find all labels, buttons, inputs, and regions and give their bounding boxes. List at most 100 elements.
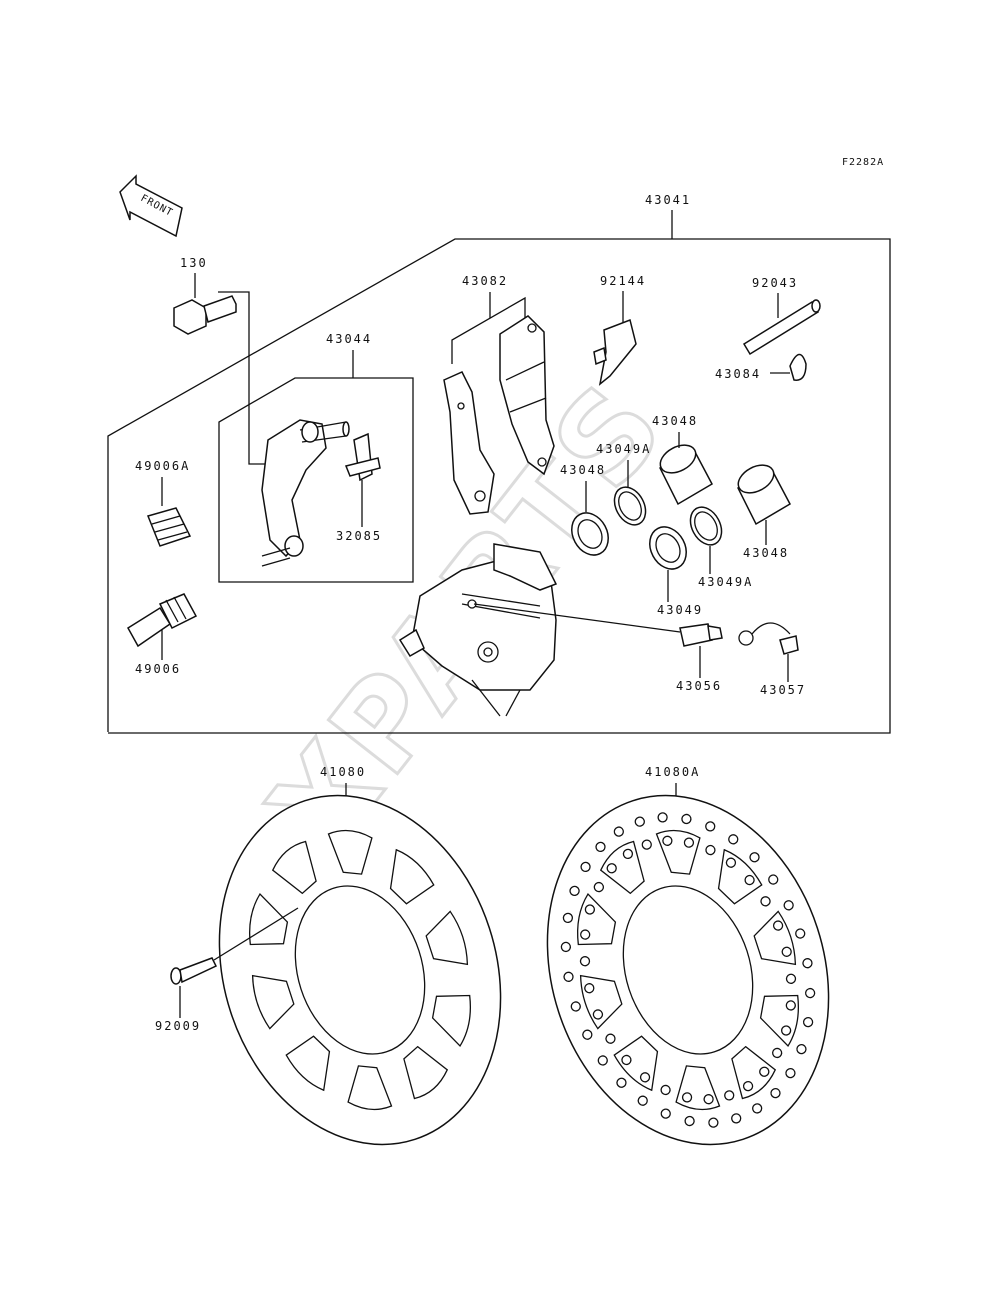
piston-1 [659,444,713,506]
drilled-hole [657,812,668,823]
drilled-hole [772,1047,783,1059]
drilled-hole [705,844,716,856]
drilled-hole [759,1066,770,1077]
callout-92009: 92009 [155,1019,201,1033]
front-arrow-icon: FRONT [119,174,183,238]
pad-spring [344,432,381,482]
drilled-hole [785,1067,796,1079]
callout-49006A: 49006A [135,459,190,473]
piston-seal-3 [649,526,687,570]
drilled-hole [785,1000,796,1011]
callout-43049A-top: 43049A [596,442,651,456]
brake-pad-right [499,315,555,476]
drilled-hole [725,857,737,868]
figure-code: F2282A [842,157,884,168]
drilled-hole [613,826,624,837]
brake-disc-41080 [218,794,502,1146]
piston-seal-2 [613,486,647,526]
drilled-hole [796,1043,807,1055]
callout-43044: 43044 [326,332,372,346]
slide-pin [126,593,198,648]
drilled-hole [593,881,604,893]
piston-seal-1 [571,512,609,556]
drilled-hole [760,896,771,907]
pad-pin [742,299,821,356]
pad-clip [593,318,637,386]
drilled-hole [724,1090,735,1101]
caliper-body [398,543,558,717]
disc-cutout [431,994,471,1048]
drilled-hole [660,1108,671,1119]
disc-cutout [251,974,295,1030]
drilled-hole [639,1072,651,1083]
disc-cutout [425,910,469,966]
drilled-hole [780,1025,792,1036]
drilled-hole [660,1084,671,1096]
disc-cutout [599,840,645,895]
disc-cutout [285,1035,331,1092]
callout-92144: 92144 [600,274,646,288]
retaining-clip [789,353,807,381]
callout-43048-right: 43048 [743,546,789,560]
callout-43082: 43082 [462,274,508,288]
drilled-hole [783,900,794,911]
bolt-130 [173,295,237,335]
drilled-hole [579,956,591,967]
disc-cutout [347,1065,393,1111]
callout-92043: 92043 [752,276,798,290]
bleeder-cap [738,622,799,655]
drilled-hole [662,835,673,846]
disc-cutout [731,1045,777,1100]
drilled-hole [616,1077,627,1088]
callout-43056: 43056 [676,679,722,693]
callout-41080: 41080 [320,765,366,779]
brake-disc-41080A [546,794,830,1146]
callout-43049: 43049 [657,603,703,617]
drilled-hole [681,1092,693,1103]
drilled-hole [606,863,617,874]
drilled-hole [570,1001,581,1012]
drilled-hole [563,971,574,982]
caliper-bracket [261,419,350,567]
piston-seal-4 [689,506,723,546]
drilled-hole [742,1080,754,1092]
drilled-hole [592,1009,604,1020]
callout-43048-top: 43048 [652,414,698,428]
drilled-hole [749,852,760,863]
callout-130: 130 [180,256,208,270]
drilled-hole [641,839,652,850]
drilled-hole [582,1029,593,1040]
drilled-hole [684,1115,695,1127]
drilled-hole [772,920,784,931]
callout-49006: 49006 [135,662,181,676]
brake-pad-left [443,371,495,515]
drilled-hole [683,837,695,848]
callout-43048-left: 43048 [560,463,606,477]
drilled-hole [804,987,816,999]
drilled-hole [703,1094,714,1105]
bleeder-valve [679,623,723,647]
drilled-hole [731,1113,742,1124]
dust-boot [146,507,192,547]
disc-screw [170,957,218,985]
drilled-hole [744,874,755,886]
disc-cutout [327,829,373,875]
drilled-hole [605,1033,616,1044]
drilled-hole [569,885,580,897]
callout-43049A-right: 43049A [698,575,753,589]
drilled-hole [595,841,606,853]
callout-43084: 43084 [715,367,761,381]
drilled-hole [795,928,806,939]
drilled-hole [562,912,574,924]
bracket-frame [218,377,414,583]
drilled-hole [580,929,591,940]
callout-43057: 43057 [760,683,806,697]
disc-cutout [389,848,435,905]
piston-2 [737,464,791,526]
drilled-hole [621,1054,632,1066]
drilled-hole [770,1087,781,1099]
drilled-hole [752,1103,763,1114]
drilled-hole [634,816,645,827]
drilled-hole [637,1095,648,1106]
